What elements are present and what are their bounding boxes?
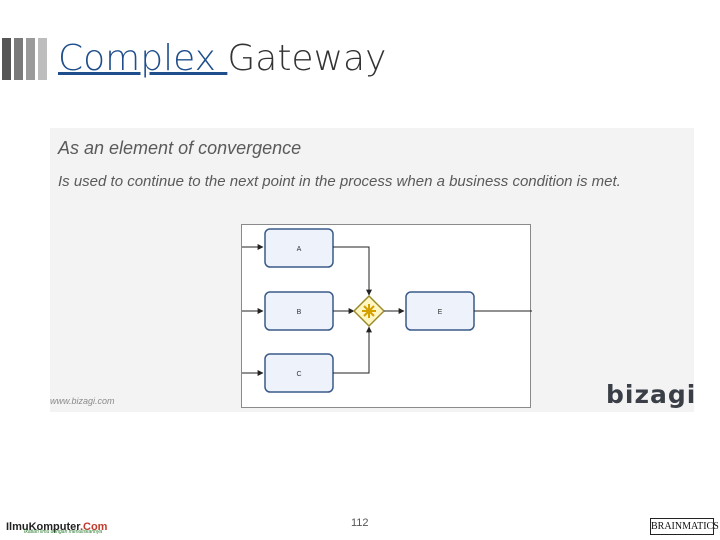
title-text: Gateway (227, 38, 387, 79)
task-c-label: C (296, 371, 301, 378)
task-a-label: A (297, 246, 302, 253)
title-link[interactable]: Complex (58, 38, 228, 79)
ilmukomputer-logo-suffix: .Com (79, 521, 108, 533)
panel-description: Is used to continue to the next point in… (58, 173, 621, 190)
page-number: 112 (351, 517, 369, 529)
brainmatics-logo: BRAINMATICS (650, 518, 719, 535)
flow-a-gateway (333, 246, 372, 296)
ilmukomputer-logo-tagline: Ikatlah ilmu dengan menuliskannya (24, 529, 103, 535)
task-b-label: B (297, 309, 302, 316)
task-e-label: E (438, 309, 443, 316)
title-accent-bars (0, 38, 52, 80)
complex-gateway-icon (352, 294, 386, 328)
slide-title: Complex Gateway (58, 38, 386, 79)
task-a: A (264, 228, 334, 268)
ilmukomputer-logo-main: IlmuKomputer (6, 521, 80, 533)
diagram-svg: A B C (242, 228, 532, 393)
process-diagram: A B C (241, 224, 532, 408)
content-panel: As an element of convergence Is used to … (50, 128, 697, 412)
panel-heading: As an element of convergence (58, 138, 302, 158)
source-credit: www.bizagi.com (50, 396, 115, 406)
task-e: E (405, 291, 475, 331)
flow-c-gateway (333, 326, 372, 374)
task-c: C (264, 353, 334, 393)
task-b: B (264, 291, 334, 331)
ilmukomputer-logo: IlmuKomputer.Com Ikatlah ilmu dengan men… (6, 517, 107, 535)
bizagi-logo: bizagi (606, 380, 697, 409)
